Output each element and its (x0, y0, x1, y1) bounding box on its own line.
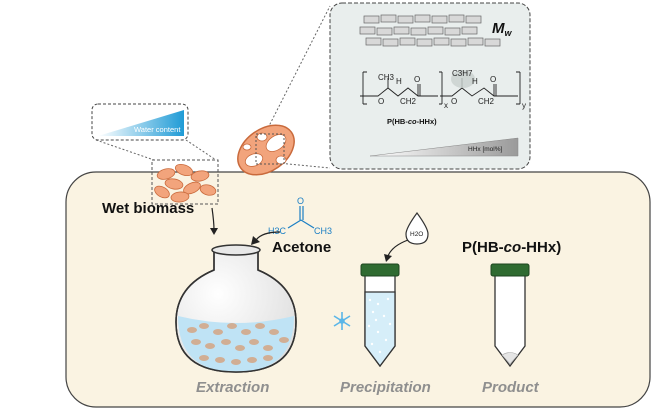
water-gradient-triangle (98, 110, 184, 136)
biomass-arrow-head (210, 228, 218, 235)
ch2-group-2: CH2 (478, 97, 495, 106)
subscript-y: y (522, 101, 526, 110)
zoom-line-top (267, 5, 331, 129)
step-product: Product (482, 379, 540, 396)
mw-label: Mw (492, 20, 513, 38)
acetone-ch3: CH3 (314, 226, 332, 236)
product-tube-icon (490, 263, 530, 368)
water-arrow-head (384, 254, 392, 262)
step-extraction: Extraction (196, 379, 269, 396)
h-atom-1: H (396, 77, 402, 86)
water-molecule-label: H2O (410, 231, 423, 238)
hhx-axis-label: HHx [mol%] (468, 146, 503, 153)
acetone-arrow (255, 231, 281, 241)
droplet-icon (405, 211, 429, 245)
step-precipitation: Precipitation (340, 379, 431, 396)
biomass-cells (154, 163, 217, 203)
flask-icon (175, 244, 297, 373)
acetone-label: Acetone (272, 239, 331, 256)
wet-biomass-label: Wet biomass (102, 200, 194, 217)
ch2-group-1: CH2 (400, 97, 417, 106)
ether-o-2: O (451, 97, 457, 106)
snowflake-icon (333, 312, 351, 330)
side-chain-highlight (451, 70, 475, 88)
water-content-label: Water content (134, 125, 181, 134)
zoom-line-bottom (277, 162, 331, 169)
acetone-o: O (297, 196, 304, 206)
cell-icon (237, 124, 295, 176)
water-leader-left (95, 139, 155, 161)
acetone-h3c: H3C (268, 226, 287, 236)
ether-o-1: O (378, 97, 384, 106)
h-atom-2: H (472, 77, 478, 86)
carbonyl-o-2: O (490, 75, 496, 84)
product-title: P(HB-co-HHx) (462, 239, 561, 256)
polymer-name-label: P(HB-co-HHx) (387, 117, 437, 126)
polymer-chain-graphic (359, 14, 501, 47)
subscript-x: x (444, 101, 448, 110)
biomass-selection-box (151, 159, 219, 205)
precipitation-tube-icon (360, 263, 400, 368)
acetone-molecule (287, 206, 315, 229)
water-leader-right (185, 139, 217, 161)
acetone-arrow-head (251, 236, 260, 245)
water-arrow (387, 239, 409, 257)
carbonyl-o-1: O (414, 75, 420, 84)
c3h7-group: C3H7 (452, 69, 473, 78)
hhx-gradient-triangle (369, 137, 519, 157)
polymer-structure (360, 71, 521, 105)
ch3-group: CH3 (378, 73, 395, 82)
